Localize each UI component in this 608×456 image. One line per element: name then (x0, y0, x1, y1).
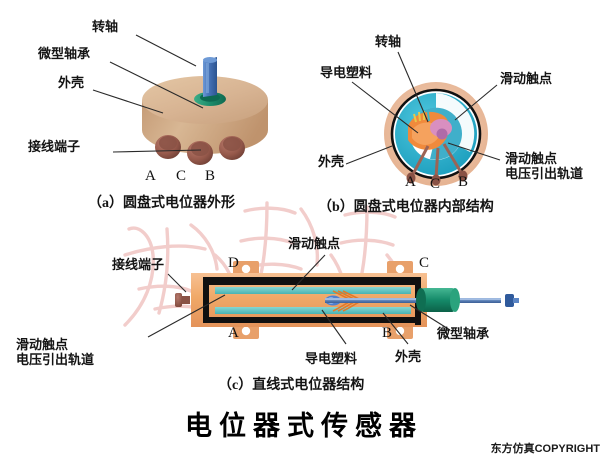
caption-panel-a: （a）圆盘式电位器外形 (88, 196, 235, 211)
left-terminal-connector (175, 293, 190, 307)
terminal-a-C: C (176, 168, 187, 184)
label-b-sliding-contact-voltage-track: 滑动触点 电压引出轨道 (505, 151, 584, 181)
panel-c-illustration (175, 261, 519, 339)
label-c-conductive-plastic: 导电塑料 (305, 351, 358, 366)
label-c-housing: 外壳 (395, 349, 422, 364)
panel-a-illustration (142, 57, 268, 165)
label-b-sliding-contact: 滑动触点 (500, 71, 553, 86)
page-title: 电位器式传感器 (185, 411, 423, 442)
terminal-c-B: B (382, 325, 393, 341)
label-b-conductive-plastic: 导电塑料 (320, 65, 373, 80)
terminal-b-A: A (405, 174, 416, 190)
terminal-c-C: C (419, 255, 430, 271)
label-a-miniature-bearing: 微型轴承 (38, 46, 91, 61)
terminal-c-D: D (228, 255, 239, 271)
terminals-group (155, 135, 245, 165)
terminals-group-b (410, 143, 464, 179)
terminal-c-A: A (228, 325, 239, 341)
label-a-rotating-shaft: 转轴 (92, 19, 119, 34)
terminal-a-A: A (145, 168, 156, 184)
label-c-wiring-terminal: 接线端子 (112, 257, 165, 272)
label-c-sliding-contact: 滑动触点 (288, 236, 341, 251)
terminal-b-C: C (430, 176, 441, 192)
terminal-a-B: B (205, 168, 216, 184)
panel-b-illustration (384, 82, 488, 186)
label-c-sliding-contact-voltage-track: 滑动触点 电压引出轨道 (16, 337, 95, 367)
label-b-rotating-shaft: 转轴 (375, 34, 402, 49)
label-c-miniature-bearing: 微型轴承 (437, 326, 490, 341)
label-b-housing: 外壳 (318, 154, 345, 169)
copyright-notice: 东方仿真COPYRIGHT (490, 443, 600, 455)
caption-panel-c: （c）直线式电位器结构 (218, 378, 365, 393)
label-a-wiring-terminal: 接线端子 (28, 139, 81, 154)
terminal-b-B: B (458, 174, 469, 190)
label-a-housing: 外壳 (58, 75, 85, 90)
caption-panel-b: （b）圆盘式电位器内部结构 (318, 200, 494, 215)
